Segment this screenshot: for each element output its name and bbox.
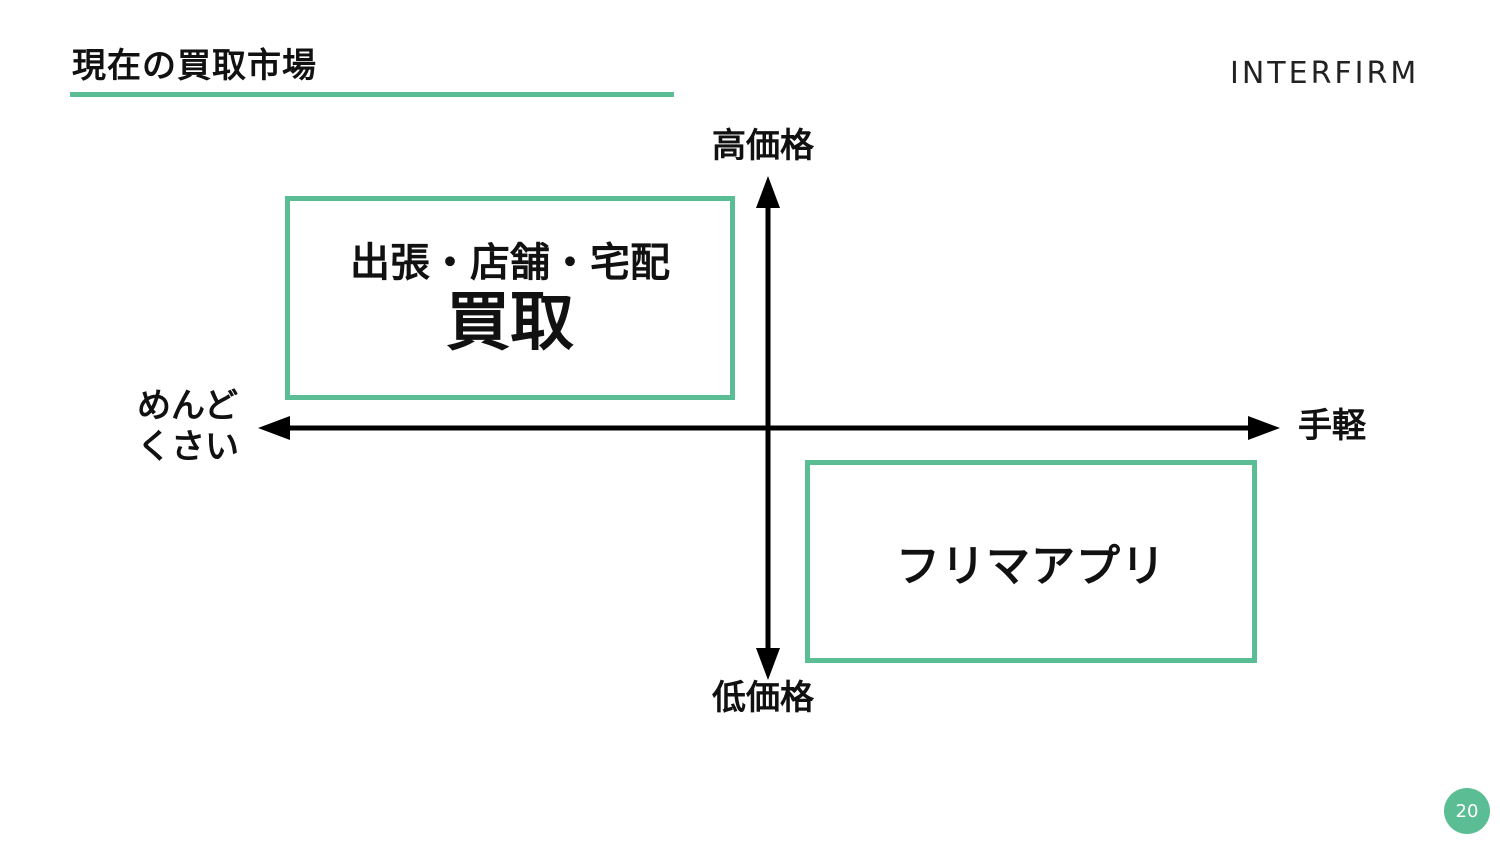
flea-market-app-title: フリマアプリ — [896, 540, 1166, 592]
buyback-title: 買取 — [446, 285, 574, 360]
arrow-up-icon — [756, 176, 780, 208]
arrow-left-icon — [258, 416, 290, 440]
title-underline — [70, 92, 674, 97]
axis-label-low-price: 低価格 — [712, 678, 814, 718]
arrow-right-icon — [1248, 416, 1280, 440]
page-number-badge: 20 — [1444, 788, 1490, 834]
axis-label-troublesome-line2: くさい — [137, 426, 239, 467]
slide-title: 現在の買取市場 — [72, 46, 317, 86]
axis-label-troublesome: めんど くさい — [137, 386, 239, 468]
quadrant-box-flea-market-app: フリマアプリ — [805, 460, 1257, 663]
buyback-subtitle: 出張・店舗・宅配 — [350, 239, 670, 286]
axis-label-troublesome-line1: めんど — [137, 386, 238, 426]
axis-label-easy: 手軽 — [1298, 406, 1366, 446]
company-logo: INTERFIRM — [1230, 56, 1420, 91]
axis-label-high-price: 高価格 — [712, 126, 814, 166]
arrow-down-icon — [756, 648, 780, 680]
quadrant-box-buyback: 出張・店舗・宅配 買取 — [285, 196, 735, 400]
